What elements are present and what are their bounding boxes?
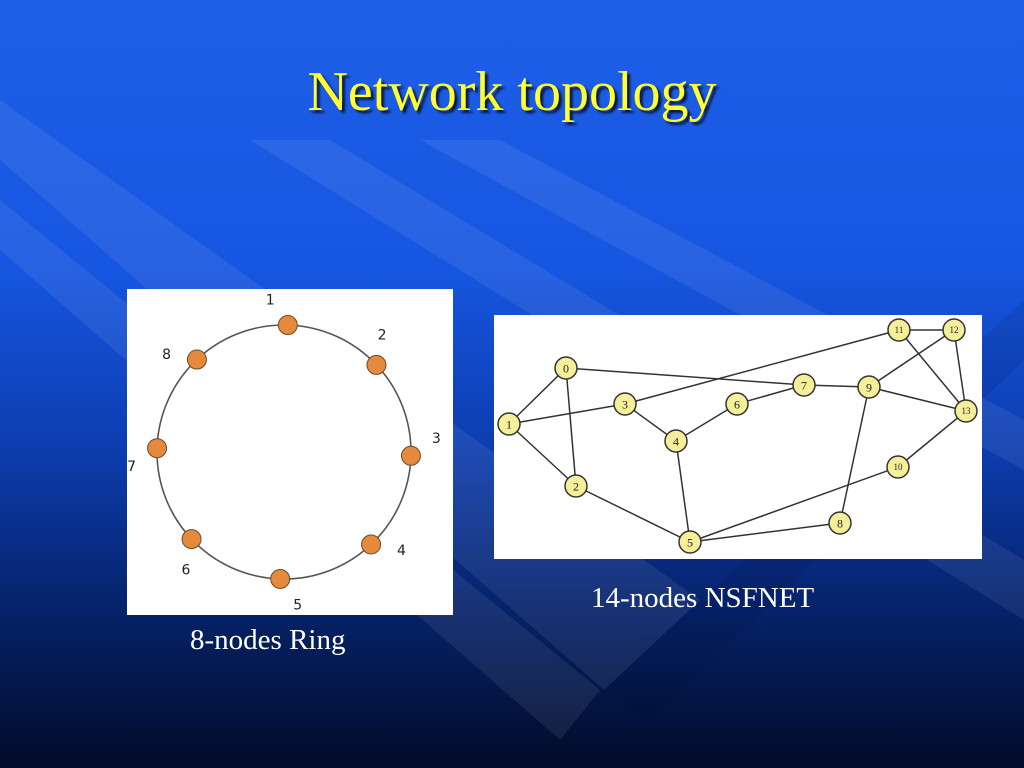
nsfnet-node-label-5: 5 bbox=[687, 535, 693, 549]
nsfnet-node-8: 8 bbox=[828, 511, 852, 535]
nsfnet-node-circle-10 bbox=[886, 455, 910, 479]
nsfnet-link-0-7 bbox=[565, 367, 805, 386]
nsfnet-caption: 14-nodes NSFNET bbox=[591, 582, 815, 614]
ring-topology-diagram: 1 2 3 4 5 6 7 8 bbox=[127, 293, 441, 614]
ring-node-label-3: 3 bbox=[432, 431, 441, 447]
nsfnet-link-10-13 bbox=[897, 410, 967, 468]
nsfnet-node-4: 4 bbox=[664, 429, 688, 453]
nsfnet-node-6: 6 bbox=[725, 392, 749, 416]
nsfnet-node-10: 10 bbox=[886, 455, 910, 479]
nsfnet-link-0-2 bbox=[565, 367, 577, 487]
ring-node-label-4: 4 bbox=[397, 543, 406, 559]
ring-topology-panel: 1 2 3 4 5 6 7 8 bbox=[127, 289, 453, 615]
nsfnet-node-13: 13 bbox=[954, 399, 978, 423]
nsfnet-node-circle-13 bbox=[954, 399, 978, 423]
ring-node-label-8: 8 bbox=[162, 347, 171, 363]
nsfnet-link-5-8 bbox=[689, 522, 841, 543]
ring-node-1 bbox=[277, 315, 298, 336]
ring-node-5 bbox=[270, 568, 291, 589]
nsfnet-node-circle-0 bbox=[554, 356, 578, 380]
nsfnet-node-9: 9 bbox=[857, 375, 881, 399]
nsfnet-node-1: 1 bbox=[497, 412, 521, 436]
nsfnet-node-label-4: 4 bbox=[673, 434, 679, 448]
nsfnet-node-circle-9 bbox=[857, 375, 881, 399]
nsfnet-node-5: 5 bbox=[678, 530, 702, 554]
ring-node-7 bbox=[147, 438, 168, 459]
nsfnet-node-label-7: 7 bbox=[801, 378, 807, 392]
nsfnet-node-label-1: 1 bbox=[506, 417, 512, 431]
nsfnet-node-circle-8 bbox=[828, 511, 852, 535]
nsfnet-link-9-12 bbox=[868, 329, 955, 388]
nsfnet-node-7: 7 bbox=[792, 373, 816, 397]
ring-node-4 bbox=[361, 534, 382, 555]
nsfnet-node-0: 0 bbox=[554, 356, 578, 380]
nsfnet-link-5-10 bbox=[689, 466, 899, 543]
nsfnet-link-11-13 bbox=[898, 329, 967, 412]
nsfnet-node-label-9: 9 bbox=[866, 380, 872, 394]
nsfnet-links bbox=[508, 329, 967, 543]
nsfnet-node-label-10: 10 bbox=[894, 462, 904, 472]
nsfnet-node-11: 11 bbox=[887, 318, 911, 342]
nsfnet-node-12: 12 bbox=[942, 318, 966, 342]
nsfnet-node-label-6: 6 bbox=[734, 397, 740, 411]
nsfnet-node-label-12: 12 bbox=[950, 325, 959, 335]
nsfnet-link-12-13 bbox=[953, 329, 967, 412]
nsfnet-node-circle-3 bbox=[613, 392, 637, 416]
nsfnet-node-label-8: 8 bbox=[837, 516, 843, 530]
nsfnet-link-2-5 bbox=[575, 485, 691, 543]
nsfnet-node-label-13: 13 bbox=[962, 406, 972, 416]
nsfnet-node-label-3: 3 bbox=[622, 397, 628, 411]
ring-node-6 bbox=[181, 529, 202, 550]
ring-node-label-1: 1 bbox=[266, 293, 275, 309]
nsfnet-node-circle-4 bbox=[664, 429, 688, 453]
nsfnet-link-4-6 bbox=[675, 403, 738, 442]
ring-node-2 bbox=[366, 354, 387, 375]
nsfnet-node-label-2: 2 bbox=[573, 479, 579, 493]
nsfnet-link-8-9 bbox=[839, 386, 870, 524]
ring-node-label-5: 5 bbox=[293, 597, 302, 613]
nsfnet-node-circle-2 bbox=[564, 474, 588, 498]
nsfnet-link-1-2 bbox=[508, 423, 577, 487]
nsfnet-node-circle-1 bbox=[497, 412, 521, 436]
nsfnet-node-2: 2 bbox=[564, 474, 588, 498]
ring-node-8 bbox=[186, 349, 207, 370]
ring-node-label-2: 2 bbox=[378, 328, 387, 344]
nsfnet-node-circle-11 bbox=[887, 318, 911, 342]
nsfnet-node-circle-7 bbox=[792, 373, 816, 397]
nsfnet-link-0-1 bbox=[508, 367, 567, 425]
slide-title: Network topology bbox=[307, 61, 717, 123]
nsfnet-link-4-5 bbox=[675, 440, 691, 543]
nsfnet-node-circle-12 bbox=[942, 318, 966, 342]
nsfnet-node-label-11: 11 bbox=[895, 325, 904, 335]
nsfnet-link-9-13 bbox=[868, 386, 967, 412]
nsfnet-link-1-3 bbox=[508, 403, 626, 425]
ring-node-label-6: 6 bbox=[182, 562, 191, 578]
ring-node-label-7: 7 bbox=[127, 459, 136, 475]
nsfnet-link-3-11 bbox=[624, 329, 900, 405]
nsfnet-node-3: 3 bbox=[613, 392, 637, 416]
nsfnet-node-label-0: 0 bbox=[563, 361, 569, 375]
nsfnet-node-circle-6 bbox=[725, 392, 749, 416]
ring-node-3 bbox=[400, 445, 421, 466]
nsfnet-node-circle-5 bbox=[678, 530, 702, 554]
ring-caption: 8-nodes Ring bbox=[190, 624, 346, 656]
